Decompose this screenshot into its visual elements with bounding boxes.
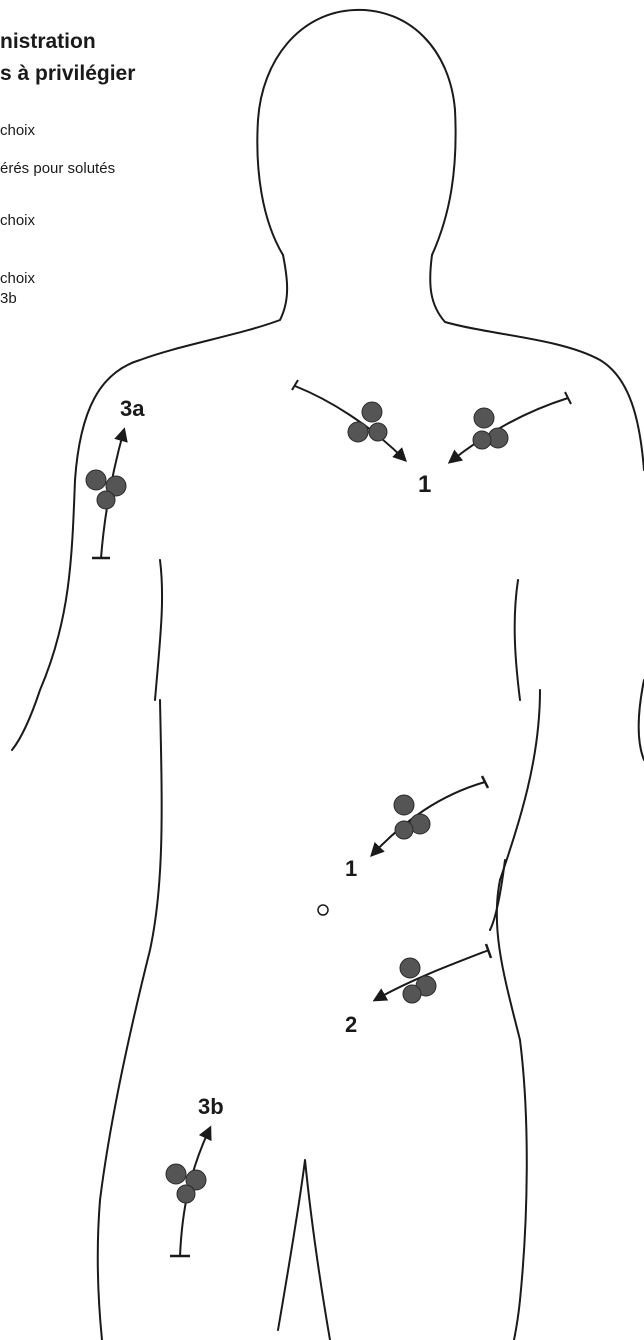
injection-site-abdomen-lower <box>375 944 491 1003</box>
injection-site-chest-left <box>292 380 405 460</box>
injection-site-chest-right <box>450 392 571 462</box>
thigh-site-label: 3b <box>198 1094 224 1119</box>
injection-site-abdomen-upper <box>372 776 488 855</box>
navel-marker <box>318 905 328 915</box>
chest-site-label: 1 <box>418 471 431 498</box>
abdomen-upper-site-label: 1 <box>345 856 357 881</box>
abdomen-lower-site-label: 2 <box>345 1012 357 1037</box>
arm-site-label: 3a <box>120 396 145 421</box>
left-flank-outline <box>98 700 162 1340</box>
left-torso-outline <box>12 255 287 750</box>
left-armpit-line <box>155 560 162 700</box>
right-torso-outline <box>430 255 644 470</box>
injection-site-thigh <box>166 1128 210 1256</box>
head-outline <box>257 10 455 255</box>
injection-site-arm <box>86 430 126 558</box>
crotch-outline <box>278 1160 330 1340</box>
right-arm-outer-line <box>639 680 644 760</box>
right-flank-outline <box>497 690 540 1340</box>
right-arm-inner-line <box>515 580 520 700</box>
